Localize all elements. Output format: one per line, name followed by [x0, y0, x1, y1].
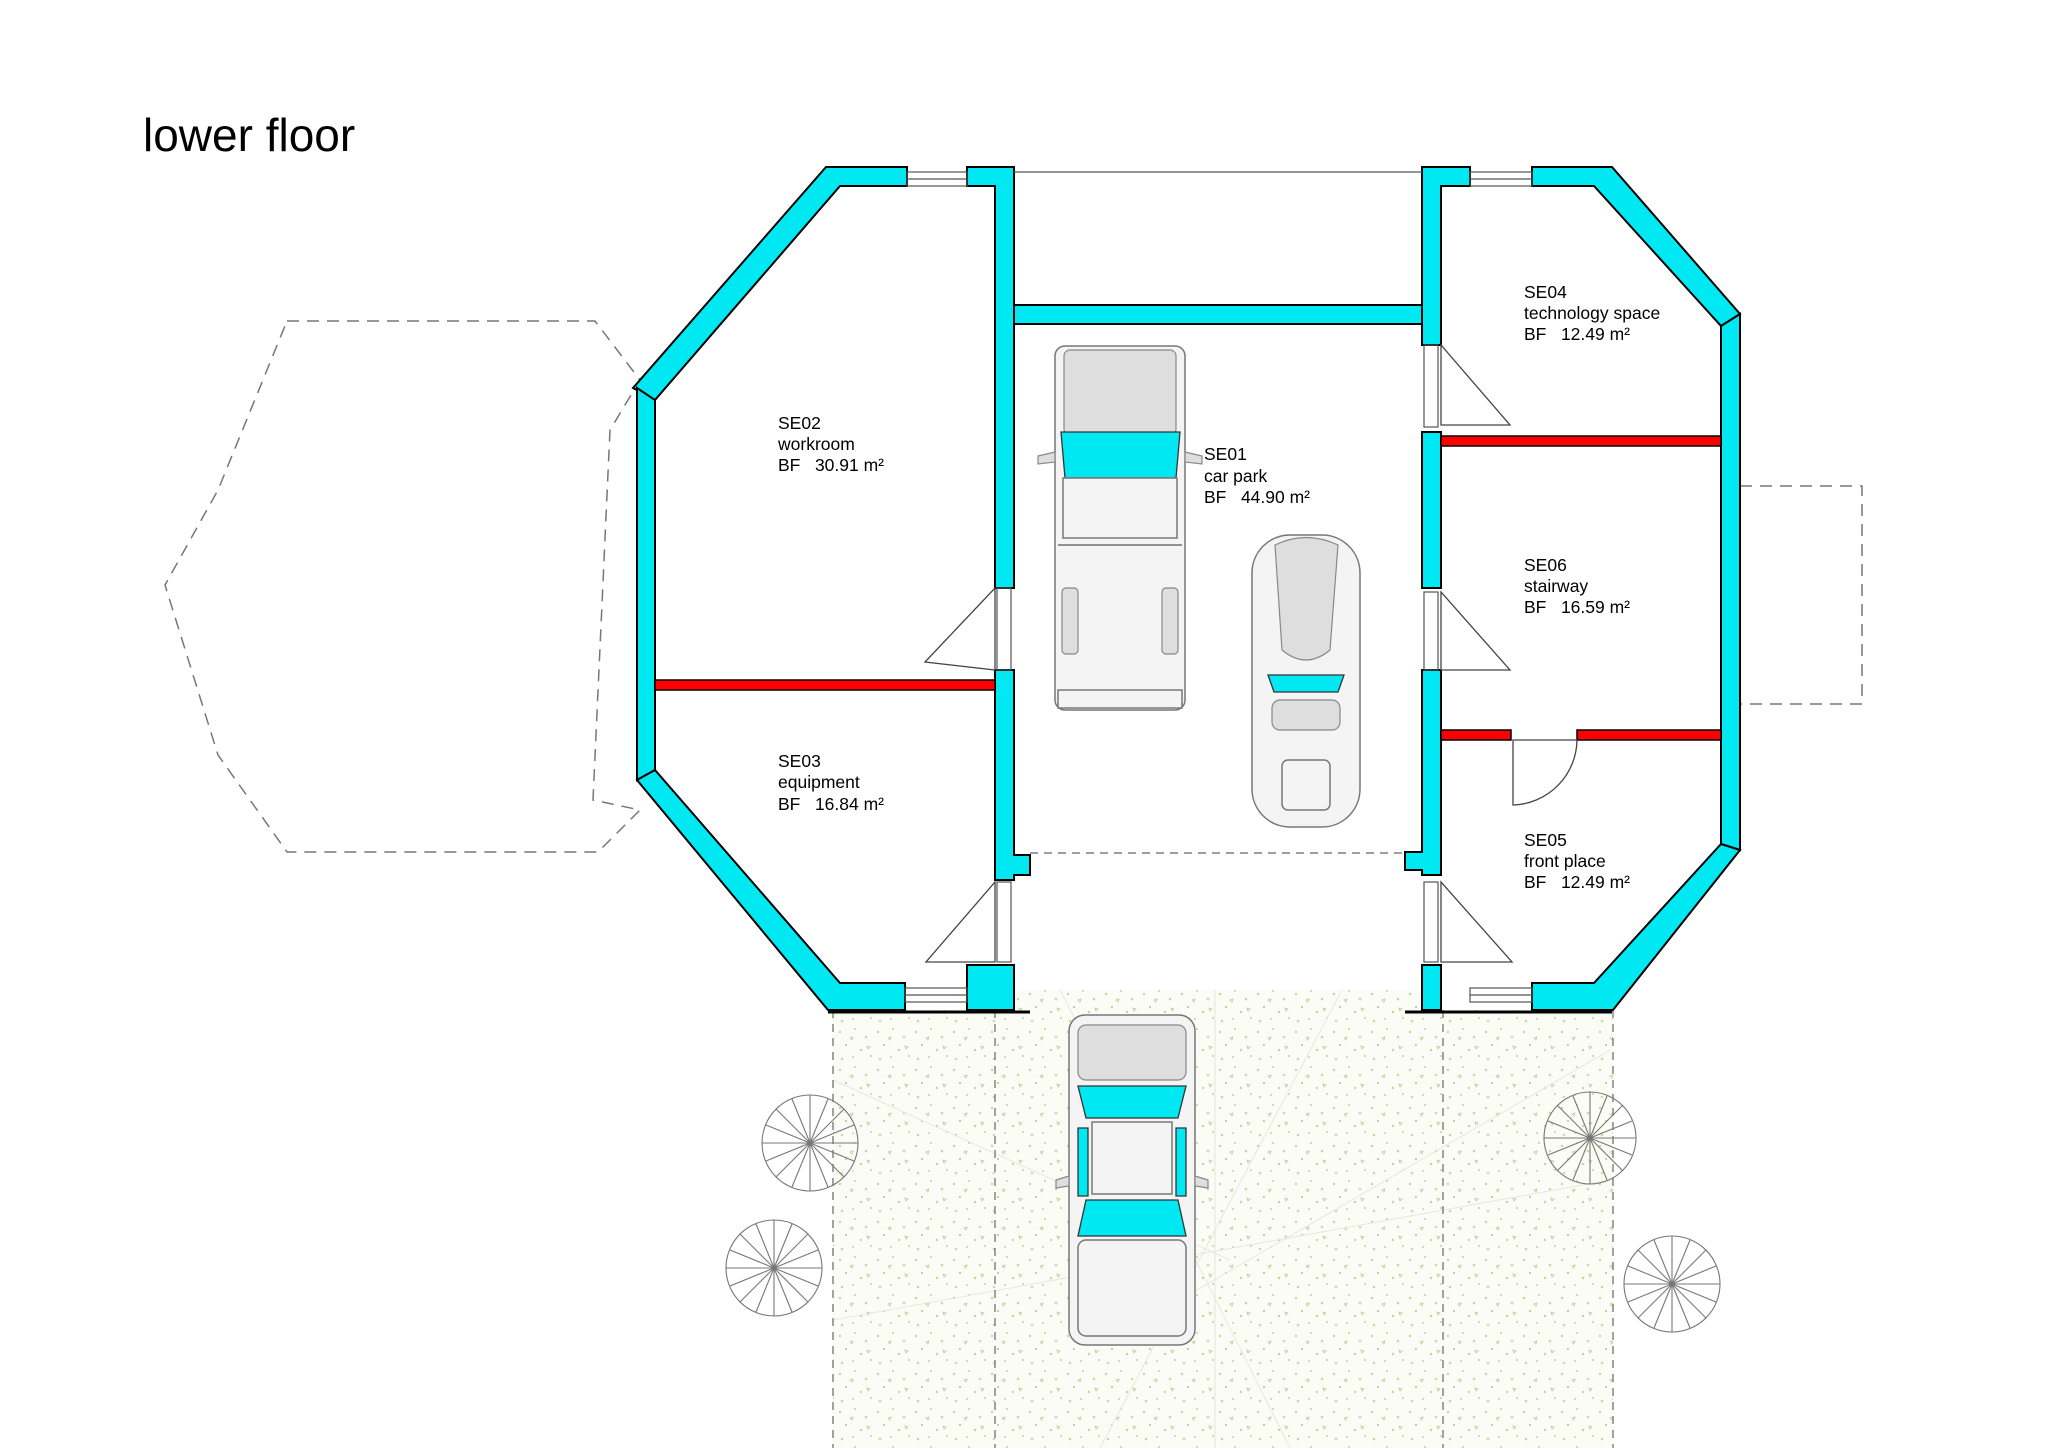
- exterior-walls: [631, 166, 1742, 1011]
- room-area: BF 12.49 m²: [1524, 324, 1630, 344]
- room-area: BF 12.49 m²: [1524, 872, 1630, 892]
- room-name: equipment: [778, 772, 860, 792]
- room-label-se06: SE06 stairway BF 16.59 m²: [1524, 555, 1630, 617]
- sports-car: [1251, 534, 1361, 828]
- plan-title: lower floor: [143, 109, 355, 161]
- doors: [923, 343, 1578, 963]
- parked-car-driveway: [1055, 1014, 1209, 1346]
- room-name: front place: [1524, 851, 1606, 871]
- dashed-extension-left: [164, 320, 642, 853]
- room-name: car park: [1204, 466, 1267, 486]
- tree-symbols: [725, 1091, 1721, 1333]
- dashed-extension-right: [1739, 485, 1863, 705]
- room-label-se03: SE03 equipment BF 16.84 m²: [778, 751, 884, 814]
- room-code: SE02: [778, 413, 821, 433]
- room-label-se05: SE05 front place BF 12.49 m²: [1524, 830, 1630, 892]
- room-label-se04: SE04 technology space BF 12.49 m²: [1524, 282, 1660, 344]
- room-area: BF 16.59 m²: [1524, 597, 1630, 617]
- room-code: SE03: [778, 751, 821, 771]
- room-area: BF 16.84 m²: [778, 794, 884, 814]
- room-label-se02: SE02 workroom BF 30.91 m²: [777, 413, 884, 475]
- room-code: SE01: [1204, 444, 1247, 464]
- pickup-truck: [1037, 345, 1203, 711]
- room-name: stairway: [1524, 576, 1588, 596]
- room-area: BF 44.90 m²: [1204, 487, 1310, 507]
- room-area: BF 30.91 m²: [778, 455, 884, 475]
- room-code: SE05: [1524, 830, 1567, 850]
- room-code: SE04: [1524, 282, 1567, 302]
- room-name: workroom: [777, 434, 855, 454]
- room-label-se01: SE01 car park BF 44.90 m²: [1204, 444, 1310, 507]
- windows: [828, 171, 1612, 1014]
- room-code: SE06: [1524, 555, 1567, 575]
- partition-walls: [654, 435, 1722, 741]
- room-name: technology space: [1524, 303, 1660, 323]
